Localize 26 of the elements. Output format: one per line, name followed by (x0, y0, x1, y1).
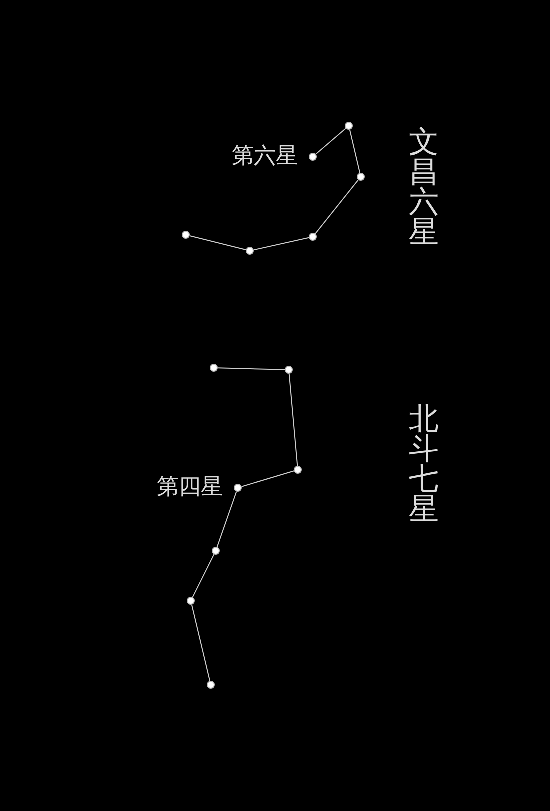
star-dot (345, 122, 353, 130)
constellation-line (316, 128, 346, 155)
constellation-name: 文昌六星 (408, 128, 440, 248)
star-dot (309, 233, 317, 241)
star-dot (210, 364, 218, 372)
constellation-line (253, 237, 310, 251)
constellation-line (241, 470, 295, 488)
star-dot (212, 547, 220, 555)
star-dot (207, 681, 215, 689)
star-dot (294, 466, 302, 474)
constellation-line (349, 129, 361, 174)
constellation-line (191, 604, 211, 682)
star-dot (187, 597, 195, 605)
constellation-line (288, 373, 298, 467)
star-dot (285, 366, 293, 374)
star-dot (182, 231, 190, 239)
star-dot (357, 173, 365, 181)
constellation-line (315, 180, 359, 234)
constellation-line (218, 368, 286, 370)
star-dot (246, 247, 254, 255)
constellation-line (216, 491, 238, 548)
constellation-name: 北斗七星 (408, 405, 440, 525)
constellation-line (192, 554, 215, 598)
star-name: 第六星 (232, 144, 298, 170)
constellation-line (189, 235, 247, 251)
star-name: 第四星 (157, 475, 223, 501)
